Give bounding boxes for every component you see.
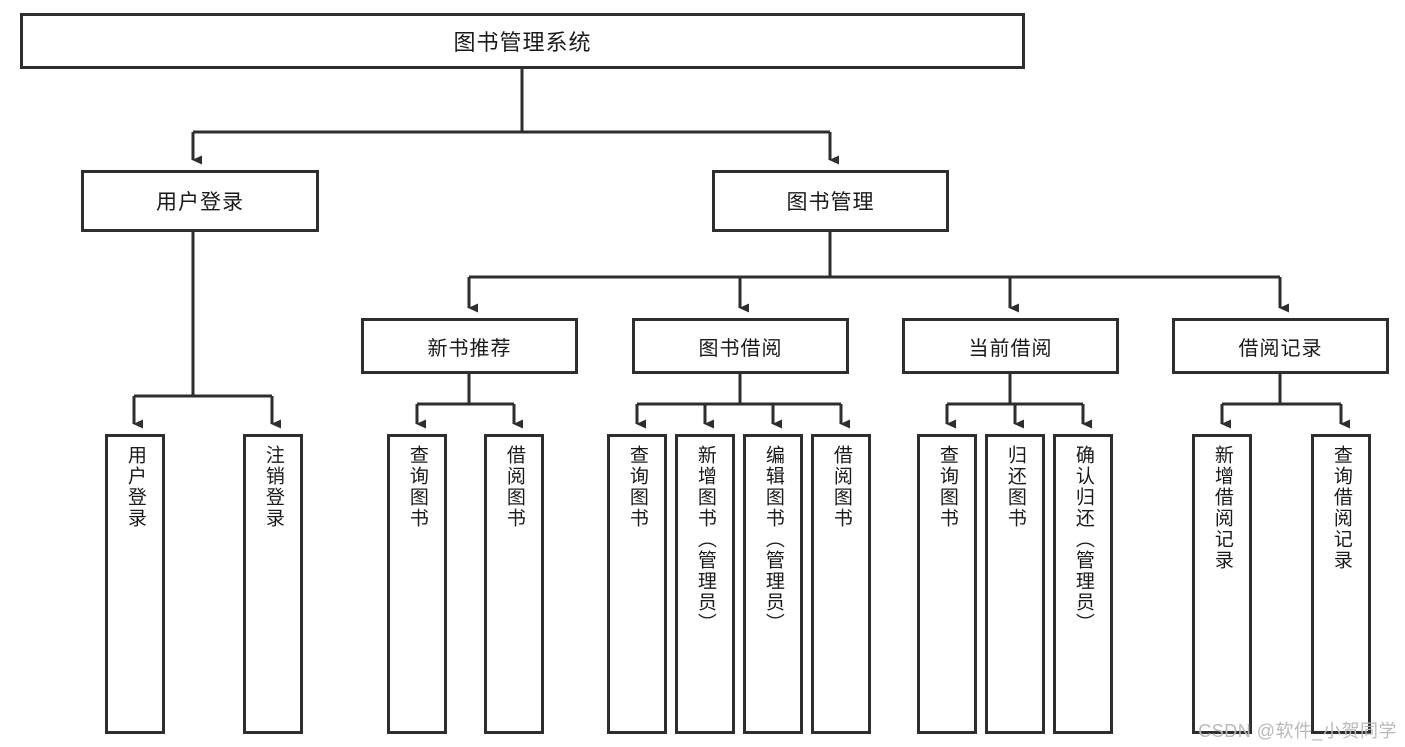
node-leaf-confirm-return-label: 确认归还（管理员） xyxy=(1072,445,1094,634)
node-leaf-query-book-cb-label: 查询图书 xyxy=(936,445,958,529)
node-leaf-add-record-label: 新增借阅记录 xyxy=(1211,445,1233,571)
node-leaf-query-book-bb-label: 查询图书 xyxy=(626,445,648,529)
node-leaf-borrow-book-bb-label: 借阅图书 xyxy=(830,445,852,529)
node-leaf-add-record[interactable]: 新增借阅记录 xyxy=(1192,434,1252,734)
node-leaf-logout[interactable]: 注销登录 xyxy=(243,434,303,734)
node-current-borrow[interactable]: 当前借阅 xyxy=(902,318,1119,374)
node-leaf-add-book[interactable]: 新增图书（管理员） xyxy=(675,434,735,734)
node-user-login-label: 用户登录 xyxy=(156,191,244,214)
node-new-book-rec[interactable]: 新书推荐 xyxy=(361,318,578,374)
node-leaf-edit-book-label: 编辑图书（管理员） xyxy=(762,445,784,634)
node-leaf-query-record[interactable]: 查询借阅记录 xyxy=(1311,434,1371,734)
node-leaf-query-book-rec[interactable]: 查询图书 xyxy=(387,434,447,734)
node-book-manage[interactable]: 图书管理 xyxy=(712,170,949,232)
node-book-borrow-label: 图书借阅 xyxy=(698,337,783,360)
csdn-watermark: CSDN @软件_小贺同学 xyxy=(1198,721,1397,741)
node-book-manage-label: 图书管理 xyxy=(786,191,875,214)
node-leaf-query-book-cb[interactable]: 查询图书 xyxy=(917,434,977,734)
node-root[interactable]: 图书管理系统 xyxy=(20,13,1025,69)
node-leaf-query-book-bb[interactable]: 查询图书 xyxy=(607,434,667,734)
node-user-login[interactable]: 用户登录 xyxy=(81,170,319,232)
node-new-book-rec-label: 新书推荐 xyxy=(427,337,512,360)
node-leaf-add-book-label: 新增图书（管理员） xyxy=(694,445,716,634)
node-leaf-return-book-label: 归还图书 xyxy=(1004,445,1026,529)
node-leaf-borrow-book-rec[interactable]: 借阅图书 xyxy=(484,434,544,734)
node-leaf-return-book[interactable]: 归还图书 xyxy=(985,434,1045,734)
node-leaf-logout-label: 注销登录 xyxy=(262,445,284,529)
node-leaf-edit-book[interactable]: 编辑图书（管理员） xyxy=(743,434,803,734)
node-current-borrow-label: 当前借阅 xyxy=(968,337,1053,360)
node-root-label: 图书管理系统 xyxy=(453,30,592,55)
node-book-borrow[interactable]: 图书借阅 xyxy=(632,318,849,374)
node-leaf-query-record-label: 查询借阅记录 xyxy=(1330,445,1352,571)
node-leaf-borrow-book-bb[interactable]: 借阅图书 xyxy=(811,434,871,734)
node-borrow-record-label: 借阅记录 xyxy=(1238,337,1323,360)
node-leaf-borrow-book-rec-label: 借阅图书 xyxy=(503,445,525,529)
node-leaf-user-login-label: 用户登录 xyxy=(124,445,146,529)
node-leaf-user-login[interactable]: 用户登录 xyxy=(105,434,165,734)
node-borrow-record[interactable]: 借阅记录 xyxy=(1172,318,1389,374)
node-leaf-confirm-return[interactable]: 确认归还（管理员） xyxy=(1053,434,1113,734)
node-leaf-query-book-rec-label: 查询图书 xyxy=(406,445,428,529)
